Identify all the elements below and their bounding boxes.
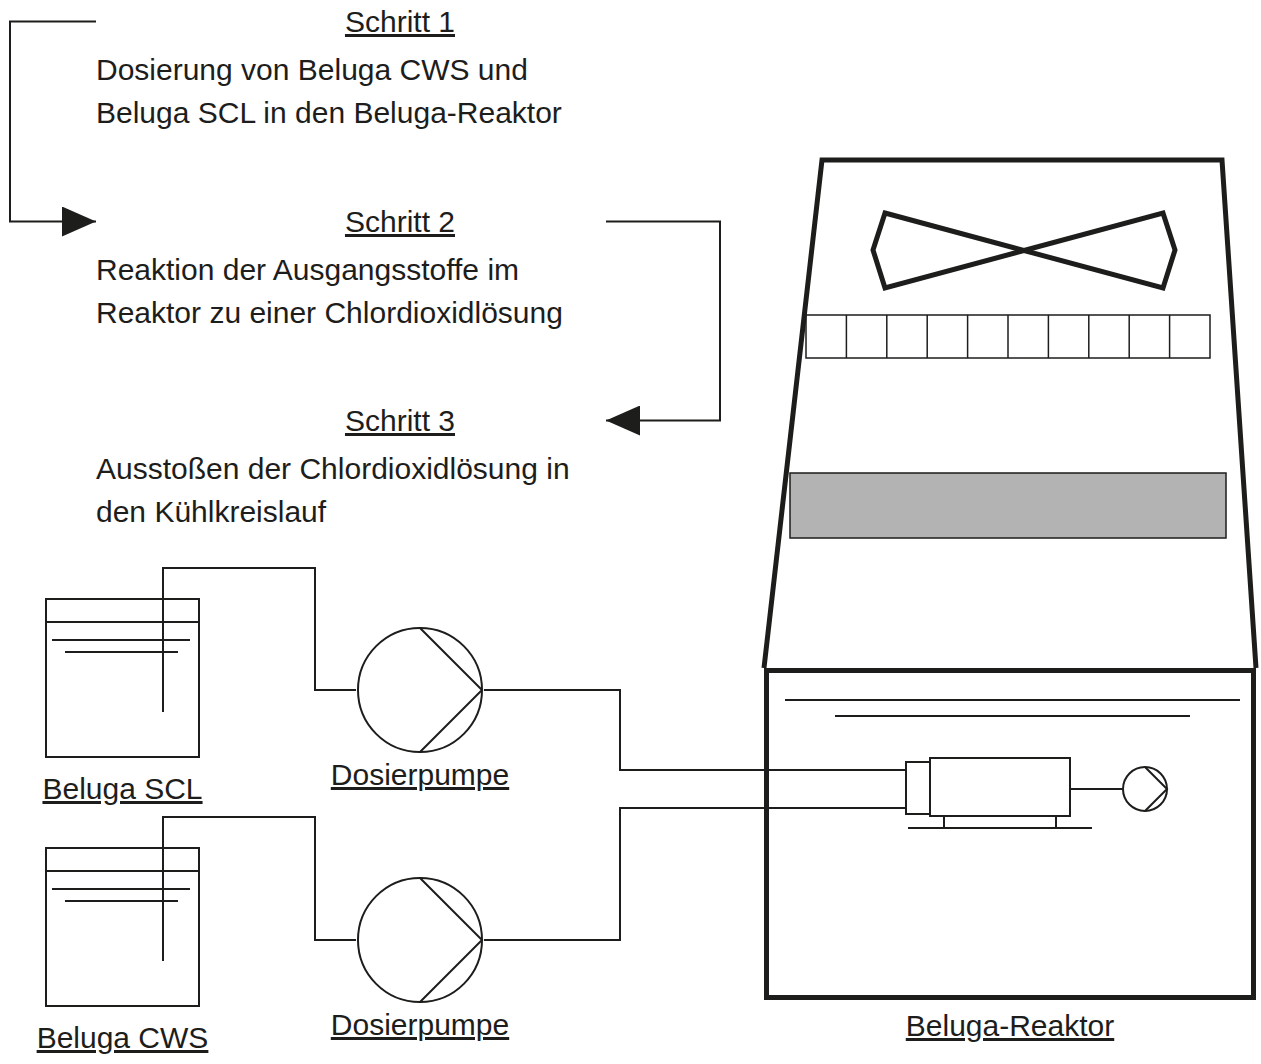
dosing-pump: Dosierpumpe <box>356 626 484 754</box>
part-label: Dosierpumpe <box>331 758 509 792</box>
grid-divider <box>886 315 888 358</box>
liquid-level <box>65 900 178 902</box>
basin-level <box>835 715 1190 717</box>
liquid-level <box>52 888 190 890</box>
grid-divider <box>926 315 928 358</box>
grid-band <box>806 315 1210 358</box>
part-label: Beluga CWS <box>37 1021 209 1055</box>
grid-divider <box>1169 315 1171 358</box>
packing-band <box>790 473 1226 538</box>
step-text: Dosierung von Beluga CWS und Beluga SCL … <box>96 48 606 134</box>
step-block: Schritt 2 Reaktion der Ausgangsstoffe im … <box>96 200 606 334</box>
liquid-level <box>65 651 178 653</box>
vessel-base <box>908 827 1092 829</box>
basin-level <box>785 699 1240 701</box>
chemical-tank: Beluga CWS <box>45 847 200 1007</box>
dip-tube <box>162 598 164 712</box>
step-block: Schritt 1 Dosierung von Beluga CWS und Be… <box>96 0 606 134</box>
pump-symbol <box>356 626 484 754</box>
flow-arrow <box>606 222 720 421</box>
tank-symbol <box>45 847 200 1007</box>
part-label: Beluga-Reaktor <box>906 1009 1114 1043</box>
vessel-leg <box>943 816 945 828</box>
pump-symbol <box>356 876 484 1004</box>
grid-divider <box>1007 315 1009 358</box>
grid-divider <box>1088 315 1090 358</box>
inlet-block <box>906 762 930 814</box>
dip-tube <box>162 847 164 961</box>
outlet-pump-triangle <box>1145 767 1167 811</box>
pump-triangle <box>420 628 482 752</box>
inlet-pipe <box>764 807 906 809</box>
vessel-leg <box>1055 816 1057 828</box>
grid-divider <box>1128 315 1130 358</box>
pipe-line <box>163 568 356 690</box>
pump-circle <box>358 878 482 1002</box>
fill-grid <box>806 315 1210 358</box>
pipe-line <box>484 690 764 770</box>
reactor-vessel <box>930 758 1070 816</box>
chemical-tank: Beluga SCL <box>45 598 200 758</box>
part-label: Beluga SCL <box>42 772 202 806</box>
connector-group <box>10 22 764 941</box>
pipe-line <box>484 808 764 940</box>
pump-triangle <box>420 878 482 1002</box>
inlet-pipe <box>764 769 906 771</box>
grid-divider <box>1048 315 1050 358</box>
step-block: Schritt 3 Ausstoßen der Chlordioxidlösung… <box>96 399 606 533</box>
step-text: Reaktion der Ausgangsstoffe im Reaktor z… <box>96 248 606 334</box>
tank-symbol <box>45 598 200 758</box>
liquid-level <box>52 639 190 641</box>
part-label: Dosierpumpe <box>331 1008 509 1042</box>
step-heading: Schritt 2 <box>194 200 606 243</box>
dosing-pump: Dosierpumpe <box>356 876 484 1004</box>
pipe-line <box>163 817 356 940</box>
tank-rim <box>45 870 200 872</box>
outlet-pump <box>1123 767 1167 811</box>
step-heading: Schritt 1 <box>194 0 606 43</box>
reactor-symbol <box>764 668 1256 1000</box>
grid-divider <box>967 315 969 358</box>
step-heading: Schritt 3 <box>194 399 606 442</box>
tank-rim <box>45 621 200 623</box>
tower-outline <box>764 160 1256 668</box>
step-text: Ausstoßen der Chlordioxidlösung in den K… <box>96 447 606 533</box>
flow-arrow <box>10 22 96 222</box>
grid-divider <box>846 315 848 358</box>
reactor-unit: Beluga-Reaktor <box>764 668 1256 1000</box>
fan-symbol <box>873 213 1175 288</box>
pump-circle <box>358 628 482 752</box>
outlet-pipe <box>1070 788 1123 790</box>
